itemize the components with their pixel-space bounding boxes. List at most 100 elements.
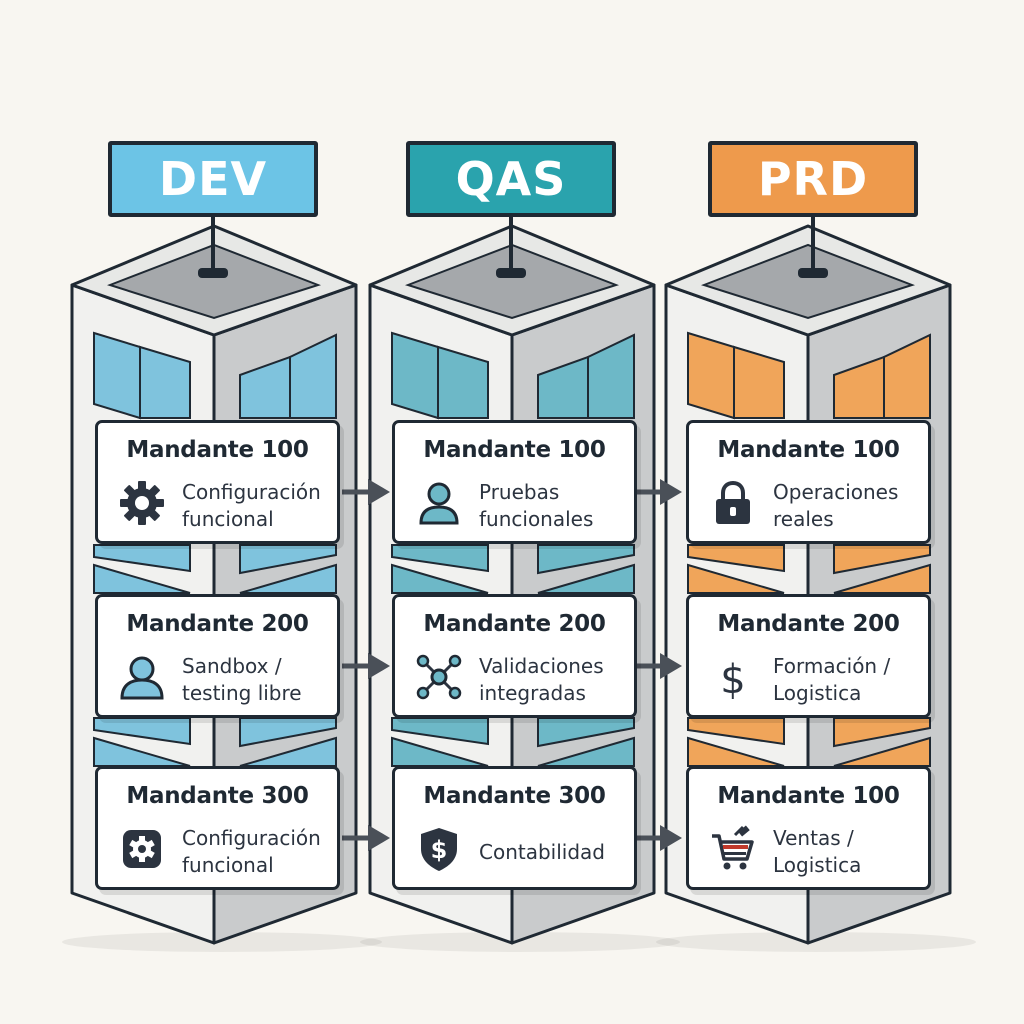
description-line: Formación / — [773, 654, 891, 678]
window — [289, 333, 337, 419]
window — [93, 717, 191, 746]
client-title: Mandante 300 — [423, 783, 606, 809]
description-line: testing libre — [182, 681, 302, 705]
description-line: Logistica — [773, 853, 862, 877]
client-description: Formación / Logistica — [773, 653, 928, 707]
roof-panel — [106, 243, 322, 320]
client-description: Ventas / Logistica — [773, 825, 928, 879]
label-stem-base — [198, 268, 228, 278]
client-description: Configuración funcional — [182, 479, 337, 533]
svg-text:$: $ — [431, 836, 448, 864]
window — [391, 717, 489, 746]
window — [93, 563, 191, 594]
network-icon — [415, 653, 463, 701]
env-label-qas: QAS — [406, 141, 616, 217]
description-line: Configuración — [182, 480, 321, 504]
client-title: Mandante 300 — [126, 783, 309, 809]
description-line: integradas — [479, 681, 586, 705]
client-description: Configuración funcional — [182, 825, 337, 879]
svg-text:$: $ — [720, 657, 745, 701]
description-line: reales — [773, 507, 834, 531]
gear-badge-icon — [118, 825, 166, 873]
gear-icon — [118, 479, 166, 527]
window — [437, 345, 489, 419]
user-icon — [118, 653, 166, 701]
tower-shadow — [62, 932, 382, 952]
client-title: Mandante 100 — [717, 783, 900, 809]
roof-panel — [404, 243, 620, 320]
transport-arrow — [634, 653, 682, 679]
client-description: Operaciones reales — [773, 479, 928, 533]
client-description: Sandbox / testing libre — [182, 653, 337, 707]
transport-arrow — [634, 825, 682, 851]
window — [391, 544, 489, 573]
client-title: Mandante 200 — [423, 611, 606, 637]
window — [687, 717, 785, 746]
description-line: Contabilidad — [479, 839, 605, 864]
window — [537, 544, 635, 575]
description-line: funcional — [182, 507, 274, 531]
window — [687, 544, 785, 573]
description-line: Ventas / — [773, 826, 854, 850]
window — [239, 544, 337, 575]
dollar-shield-icon: $ — [415, 825, 463, 873]
description-line: funcionales — [479, 507, 594, 531]
description-line: Sandbox / — [182, 654, 282, 678]
client-title: Mandante 100 — [126, 437, 309, 463]
transport-arrow — [634, 479, 682, 505]
window — [687, 331, 735, 420]
window — [833, 544, 931, 575]
window — [93, 544, 191, 573]
label-stem-base — [496, 268, 526, 278]
roof-panel — [700, 243, 916, 320]
client-card: Mandante 200 $ Formación / Logistica — [686, 594, 931, 718]
window — [833, 563, 931, 594]
transport-arrow — [342, 825, 390, 851]
description-line: Logistica — [773, 681, 862, 705]
description-line: funcional — [182, 853, 274, 877]
client-description: Pruebas funcionales — [479, 479, 634, 533]
client-title: Mandante 100 — [717, 437, 900, 463]
window — [93, 331, 141, 420]
description-line: Configuración — [182, 826, 321, 850]
tower-shadow — [656, 932, 976, 952]
client-description: Contabilidad — [479, 825, 634, 879]
window — [391, 563, 489, 594]
window — [537, 717, 635, 748]
client-title: Mandante 100 — [423, 437, 606, 463]
description-line: Validaciones — [479, 654, 604, 678]
window — [537, 563, 635, 594]
window — [883, 333, 931, 419]
transport-arrow — [342, 479, 390, 505]
window — [239, 563, 337, 594]
transport-arrow — [342, 653, 390, 679]
client-card: Mandante 300 $ Contabilidad — [392, 766, 637, 890]
window — [687, 563, 785, 594]
window — [587, 333, 635, 419]
env-label-prd: PRD — [708, 141, 918, 217]
dollar-icon: $ — [709, 653, 757, 701]
label-stem-base — [798, 268, 828, 278]
client-description: Validaciones integradas — [479, 653, 634, 707]
window — [833, 717, 931, 748]
person-icon — [415, 479, 463, 527]
window — [391, 331, 439, 420]
client-title: Mandante 200 — [126, 611, 309, 637]
description-line: Pruebas — [479, 480, 560, 504]
lock-icon — [709, 479, 757, 527]
window — [733, 345, 785, 419]
description-line: Operaciones — [773, 480, 899, 504]
tower-shadow — [360, 932, 680, 952]
window — [239, 717, 337, 748]
window — [139, 345, 191, 419]
env-label-dev: DEV — [108, 141, 318, 217]
cart-icon — [709, 825, 757, 873]
client-title: Mandante 200 — [717, 611, 900, 637]
